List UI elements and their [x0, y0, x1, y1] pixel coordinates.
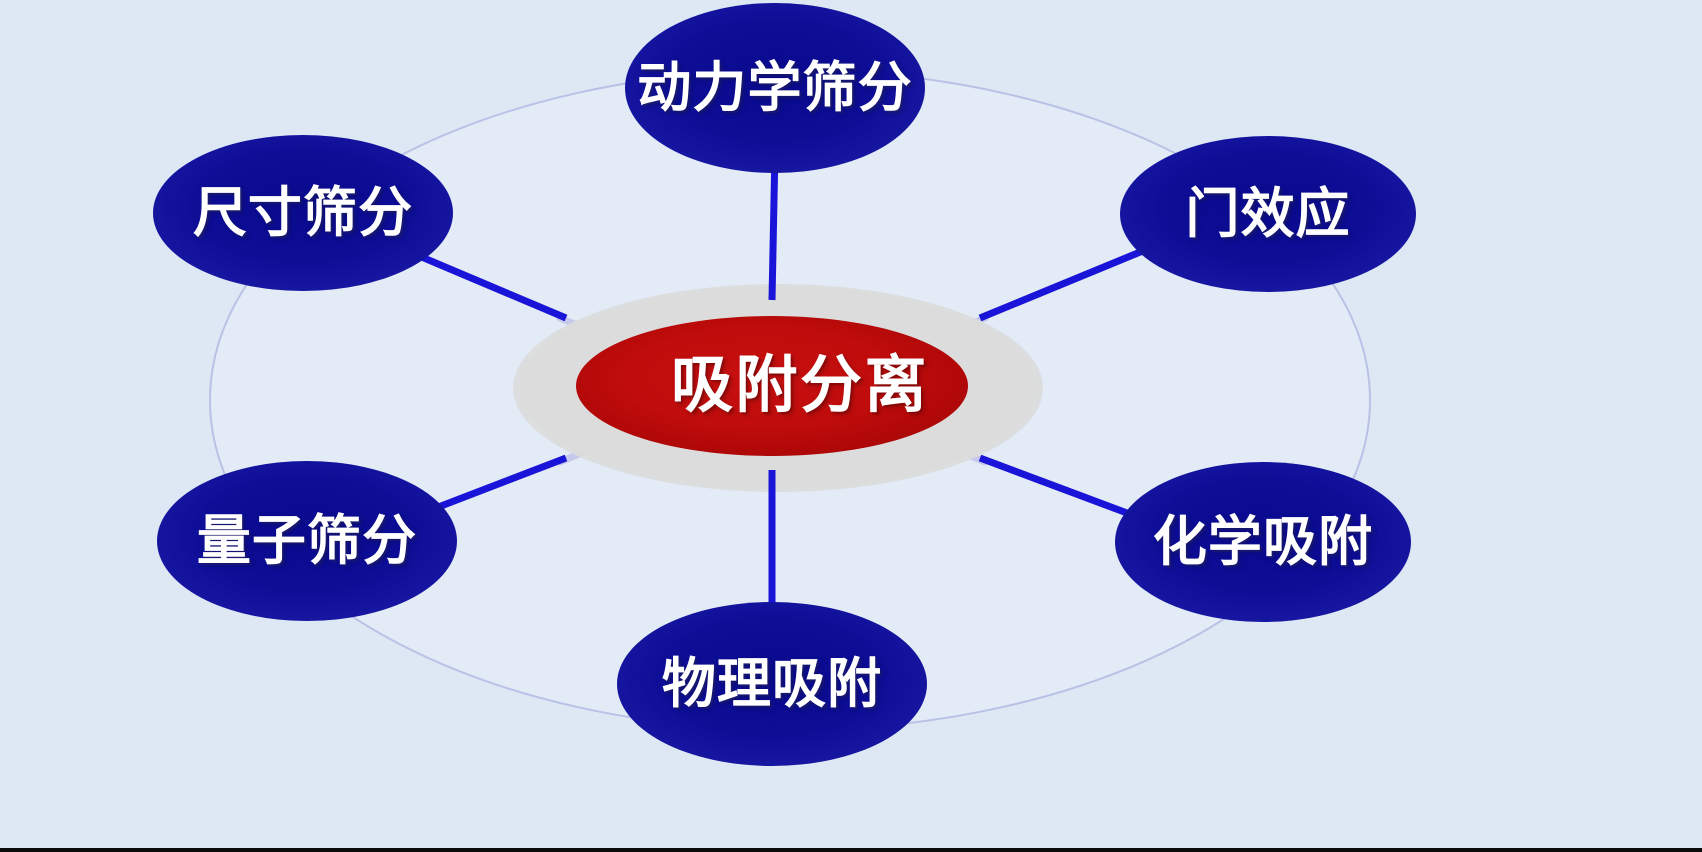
center-node-ellipse[interactable]: [576, 316, 968, 456]
node-bottom-right-ellipse[interactable]: [1115, 462, 1411, 622]
node-bottom-ellipse[interactable]: [617, 602, 927, 766]
node-top-right-ellipse[interactable]: [1120, 136, 1416, 292]
node-bottom-left-ellipse[interactable]: [157, 461, 457, 621]
connector-top-left: [403, 246, 568, 322]
connector-top-right: [978, 246, 1147, 322]
connector-bottom-right: [978, 454, 1137, 520]
node-top-ellipse[interactable]: [625, 3, 925, 173]
node-top-left-ellipse[interactable]: [153, 135, 453, 291]
connector-top: [768, 149, 779, 301]
bottom-edge-bar: [0, 848, 1702, 852]
